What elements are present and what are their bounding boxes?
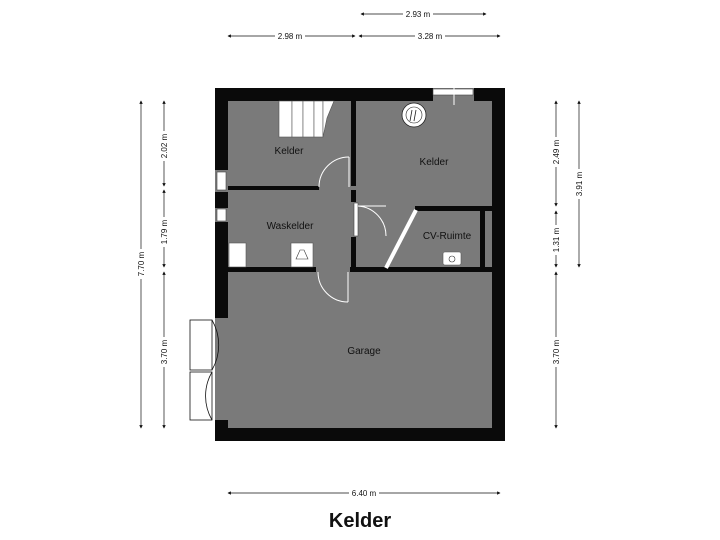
room-label-garage: Garage (347, 346, 381, 357)
garage-doors (189, 319, 220, 421)
outer-walls (215, 88, 505, 441)
floor-area (215, 88, 505, 441)
stairs (278, 100, 335, 138)
dim-left-1: 2.02 m (160, 133, 169, 158)
door-arc-garage (317, 271, 349, 303)
plan-title: Kelder (328, 510, 392, 532)
inner-walls (228, 101, 500, 272)
door-swings (317, 77, 455, 303)
room-label-waskelder: Waskelder (267, 221, 315, 232)
dim-right-2: 1.31 m (552, 227, 561, 252)
cv-unit-fixture (442, 251, 462, 266)
dim-top-left: 2.98 m (278, 32, 303, 41)
dim-left-total: 7.70 m (137, 251, 146, 276)
dim-right-3: 3.70 m (552, 339, 561, 364)
door-arc-kelder (318, 156, 350, 188)
dim-top-right: 3.28 m (418, 32, 443, 41)
door-arc-waskelder (357, 205, 387, 237)
boiler-fixture (401, 102, 427, 128)
washer-fixture (290, 242, 314, 268)
dimension-labels: 2.93 m 2.98 m 3.28 m 6.40 m 7.70 m 2.02 … (136, 9, 584, 498)
room-label-kelder-right: Kelder (420, 157, 450, 168)
door-frames (216, 88, 474, 237)
dim-left-3: 3.70 m (160, 339, 169, 364)
dim-right-total: 3.91 m (575, 171, 584, 196)
fixtures (228, 102, 462, 268)
dim-right-1: 2.49 m (552, 139, 561, 164)
dim-bottom: 6.40 m (352, 489, 377, 498)
dim-top-upper: 2.93 m (406, 10, 431, 19)
sink-fixture (228, 242, 247, 268)
dim-left-2: 1.79 m (160, 219, 169, 244)
room-label-cv-ruimte: CV-Ruimte (423, 231, 472, 242)
room-label-kelder-left: Kelder (275, 146, 305, 157)
cv-door-line (384, 209, 418, 269)
